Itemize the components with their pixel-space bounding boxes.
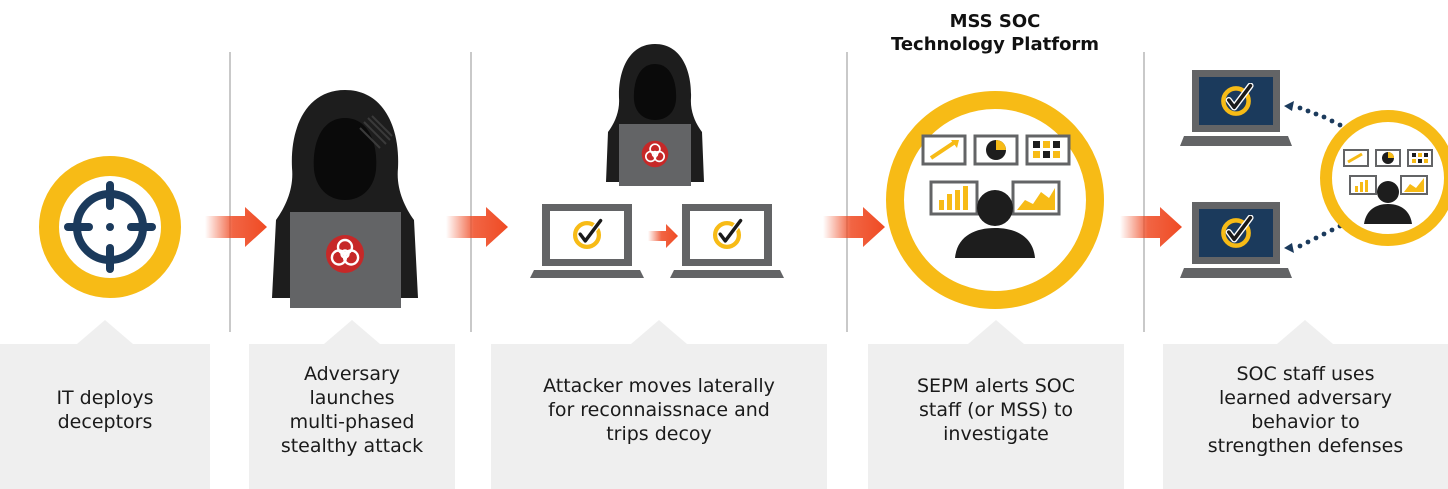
flow-arrow-4 [1120,207,1182,247]
step-5-caption: SOC staff uses learned adversary behavio… [1207,362,1404,457]
step-4-caption-box: SEPM alerts SOC staff (or MSS) to invest… [868,344,1124,489]
soc-strengthen-defenses-icon [1180,70,1448,278]
platform-title: MSS SOC Technology Platform [880,10,1110,56]
flow-arrow-3 [823,207,885,247]
hacker-lateral-movement-icon [530,44,784,278]
step-3-caption-notch [631,320,687,344]
step-4-caption-notch [968,320,1024,344]
step-4-caption: SEPM alerts SOC staff (or MSS) to invest… [916,374,1076,445]
step-2-caption: Adversary launches multi-phased stealthy… [280,362,424,457]
step-1-caption: IT deploys deceptors [56,386,154,433]
divider-3 [846,52,848,332]
platform-title-line1: MSS SOC [949,11,1041,32]
divider-4 [1143,52,1145,332]
step-1-caption-box: IT deploys deceptors [0,344,210,489]
step-5-caption-box: SOC staff uses learned adversary behavio… [1163,344,1448,489]
flow-arrow-1 [205,207,267,247]
step-2-caption-box: Adversary launches multi-phased stealthy… [249,344,455,489]
flow-arrow-2 [446,207,508,247]
divider-2 [470,52,472,332]
step-2-caption-notch [324,320,380,344]
step-3-caption-box: Attacker moves laterally for reconnaissn… [491,344,827,489]
crosshair-target-icon [39,156,181,298]
soc-analyst-monitors-icon [886,91,1104,309]
platform-title-line2: Technology Platform [890,34,1100,55]
step-3-caption: Attacker moves laterally for reconnaissn… [543,374,775,445]
step-1-caption-notch [77,320,133,344]
hooded-hacker-icon [272,90,418,308]
step-5-caption-notch [1277,320,1333,344]
divider-1 [229,52,231,332]
